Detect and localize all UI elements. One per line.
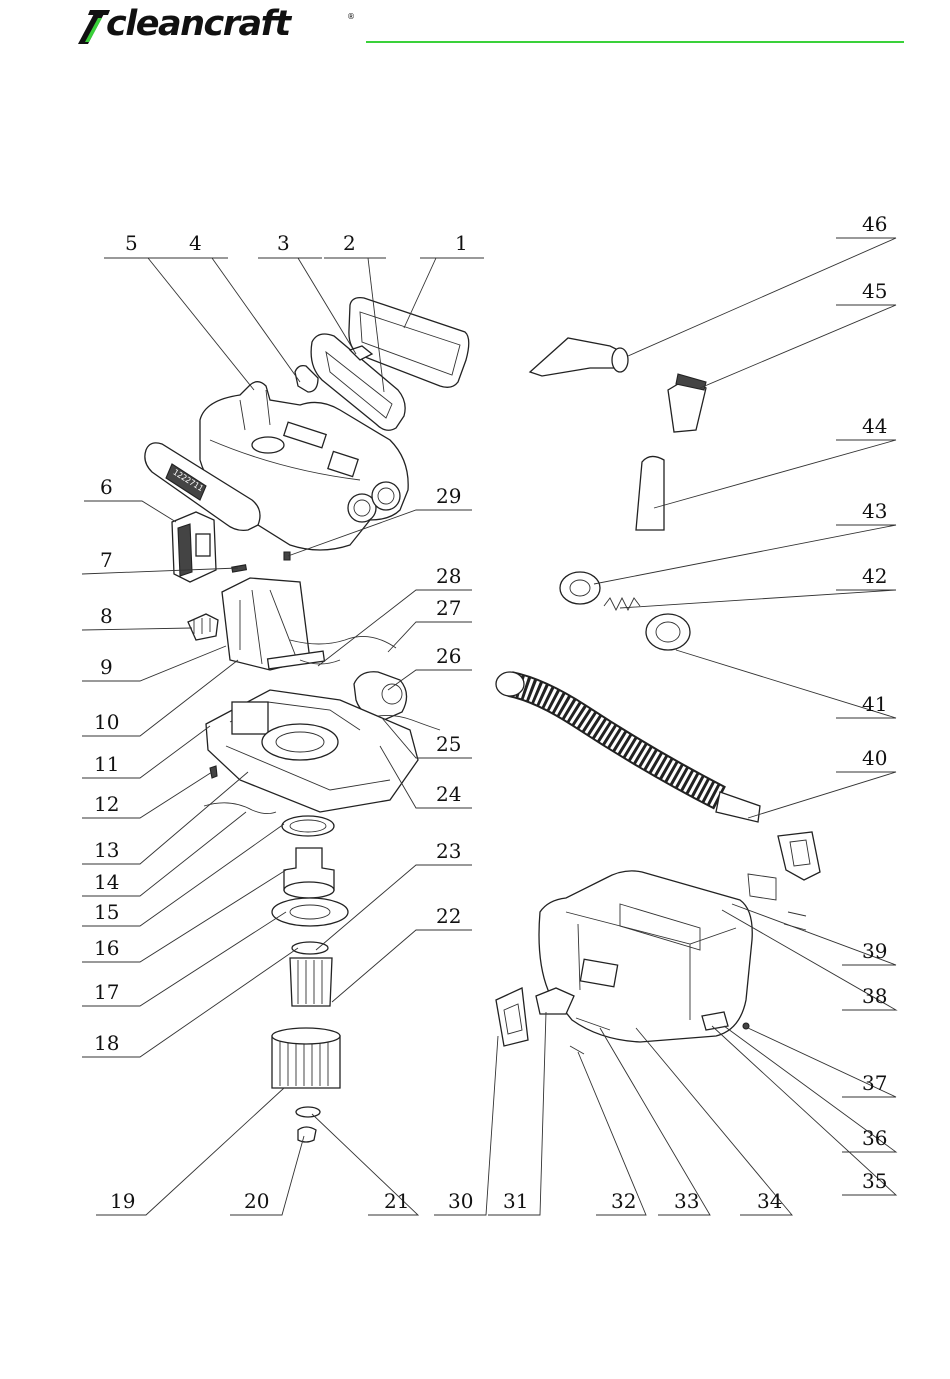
callout-30: 30: [448, 1189, 473, 1213]
part-19-filter: [272, 1028, 340, 1088]
callout-13: 13: [94, 838, 119, 862]
callout-23: 23: [436, 839, 461, 863]
callout-leader-lines: [82, 238, 896, 1215]
callout-18: 18: [94, 1031, 119, 1055]
callout-34: 34: [757, 1189, 782, 1213]
part-44-crevice-tool: [636, 456, 664, 530]
part-32-pin: [570, 1046, 584, 1054]
part-40-hose: [496, 672, 760, 822]
callout-45: 45: [862, 279, 887, 303]
part-36-foot: [702, 1012, 728, 1030]
part-46-wide-nozzle: [530, 338, 628, 376]
callout-26: 26: [436, 644, 461, 668]
callout-labels: 1 2 3 4 5 6 7 8 9 10 11 12 13 14 15 16 1…: [94, 212, 887, 1213]
callout-46: 46: [862, 212, 887, 236]
callout-16: 16: [94, 936, 119, 960]
callout-4: 4: [189, 231, 202, 255]
part-12-screw: [210, 766, 217, 778]
callout-40: 40: [862, 746, 887, 770]
parts-drawing: 1222711: [145, 298, 820, 1142]
callout-12: 12: [94, 792, 119, 816]
part-41-coupling: [646, 614, 690, 650]
callout-19: 19: [110, 1189, 135, 1213]
callout-39: 39: [862, 939, 887, 963]
callout-14: 14: [94, 870, 119, 894]
callout-43: 43: [862, 499, 887, 523]
callout-1: 1: [455, 231, 468, 255]
callout-31: 31: [503, 1189, 528, 1213]
callout-17: 17: [94, 980, 119, 1004]
callout-11: 11: [94, 752, 119, 776]
part-22-filter-cage: [290, 958, 332, 1006]
part-20-knob: [298, 1127, 316, 1142]
part-15-ring: [282, 816, 334, 836]
part-8-terminal: [188, 614, 218, 640]
callout-2: 2: [343, 231, 356, 255]
part-43-adapter: [560, 572, 600, 604]
callout-20: 20: [244, 1189, 269, 1213]
callout-25: 25: [436, 732, 461, 756]
callout-8: 8: [100, 604, 113, 628]
callout-6: 6: [100, 475, 113, 499]
callout-5: 5: [125, 231, 138, 255]
callout-37: 37: [862, 1071, 887, 1095]
callout-36: 36: [862, 1126, 887, 1150]
part-13-14-hose: [204, 803, 276, 814]
callout-3: 3: [277, 231, 290, 255]
callout-28: 28: [436, 564, 461, 588]
callout-9: 9: [100, 655, 113, 679]
part-17-seal-plate: [272, 898, 348, 926]
callout-15: 15: [94, 900, 119, 924]
callout-35: 35: [862, 1169, 887, 1193]
part-30-cover: [496, 988, 528, 1046]
callout-27: 27: [436, 596, 461, 620]
part-45-brush: [668, 374, 706, 432]
part-21-washer: [296, 1107, 320, 1117]
callout-7: 7: [100, 548, 113, 572]
callout-10: 10: [94, 710, 119, 734]
part-39-bracket: [748, 832, 820, 930]
callout-44: 44: [862, 414, 887, 438]
callout-21: 21: [384, 1189, 409, 1213]
callout-22: 22: [436, 904, 461, 928]
callout-38: 38: [862, 984, 887, 1008]
callout-32: 32: [611, 1189, 636, 1213]
part-16-cylinder: [284, 848, 334, 898]
callout-29: 29: [436, 484, 461, 508]
callout-41: 41: [862, 692, 887, 716]
callout-42: 42: [862, 564, 887, 588]
part-9-battery-bracket: [222, 578, 324, 670]
callout-33: 33: [674, 1189, 699, 1213]
part-6-battery: [172, 512, 216, 582]
callout-24: 24: [436, 782, 461, 806]
